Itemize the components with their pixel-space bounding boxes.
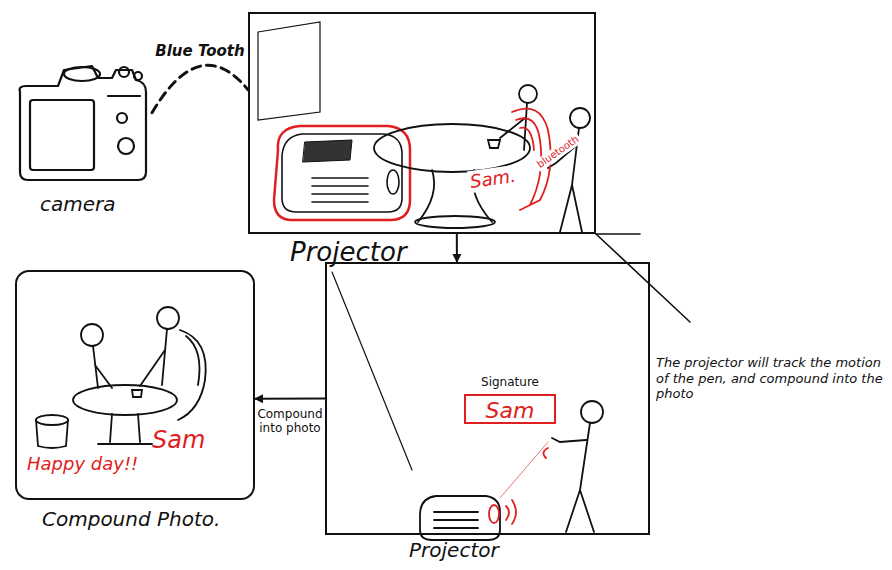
compound-photo: Happy day!!SamCompound Photo. xyxy=(15,270,255,500)
projector-drawing xyxy=(387,170,399,194)
photo-caption-text: Happy day!! xyxy=(27,454,138,475)
table-drawing xyxy=(415,216,495,228)
signature-heading: Signature xyxy=(481,376,539,390)
scene-frame: Projector xyxy=(248,12,596,234)
pen-signal xyxy=(489,442,548,524)
person-drawing xyxy=(570,108,590,128)
photo-scene xyxy=(73,385,177,415)
camera-drawing xyxy=(64,67,100,81)
projector-drawing xyxy=(303,140,352,162)
projection-scene xyxy=(332,272,412,470)
person-drawing xyxy=(500,103,527,150)
signature-text: Sam. xyxy=(467,165,519,193)
person-drawing xyxy=(500,85,590,232)
signature-box: SignatureSam xyxy=(464,394,556,424)
camera-drawing xyxy=(134,72,142,80)
projector-drawing xyxy=(282,134,402,212)
bluetooth-link xyxy=(152,65,248,112)
table-drawing xyxy=(488,140,500,148)
flow-arrow xyxy=(456,234,458,262)
person-drawing xyxy=(519,85,537,103)
pen-signal xyxy=(500,442,548,498)
pen-signal xyxy=(506,500,516,524)
projection-scene xyxy=(332,272,603,540)
camera-drawing xyxy=(118,138,134,154)
camera-label: camera xyxy=(40,193,116,216)
projection-scene xyxy=(434,512,478,528)
photo-scene xyxy=(157,307,179,329)
room-sketch xyxy=(596,233,640,235)
photo-scene xyxy=(140,329,167,386)
projector-drawing xyxy=(312,178,368,202)
signature-text: Sam xyxy=(486,398,535,423)
scene-frame: ProjectorSignatureSam xyxy=(325,262,650,535)
projection-scene xyxy=(552,423,594,532)
photo-scene xyxy=(36,420,68,448)
camera-drawing xyxy=(119,67,129,77)
photo-label: Compound Photo. xyxy=(42,508,220,531)
camera-drawing xyxy=(108,95,140,97)
camera-drawing xyxy=(20,66,146,180)
room-sketch xyxy=(258,22,690,322)
projector-drawing xyxy=(274,126,410,220)
projector-label: Projector xyxy=(409,539,499,562)
signature-text: Sam xyxy=(152,427,205,455)
photo-scene xyxy=(36,415,68,425)
edge-label: Blue Tooth xyxy=(153,42,246,60)
camera-node: camera xyxy=(12,55,152,220)
room-sketch xyxy=(258,22,320,120)
pen-signal xyxy=(489,505,499,523)
photo-scene xyxy=(98,414,152,444)
room-sketch xyxy=(596,234,690,322)
pen-signal xyxy=(543,448,548,458)
projector-drawing xyxy=(274,126,410,220)
camera-drawing xyxy=(20,66,146,180)
table-drawing xyxy=(374,124,530,228)
table-drawing xyxy=(374,124,530,172)
photo-scene xyxy=(132,390,142,397)
signal-note: bluetooth xyxy=(533,132,583,172)
camera-drawing xyxy=(117,113,127,123)
projection-scene xyxy=(581,401,603,423)
explanation-note: The projector will track the motion of t… xyxy=(656,355,884,402)
photo-scene xyxy=(81,324,103,346)
camera-drawing xyxy=(30,100,94,170)
photo-scene xyxy=(93,346,112,388)
photo-scene xyxy=(178,330,206,420)
edge-label: Compound into photo xyxy=(255,407,325,436)
flow-arrow xyxy=(255,398,325,400)
